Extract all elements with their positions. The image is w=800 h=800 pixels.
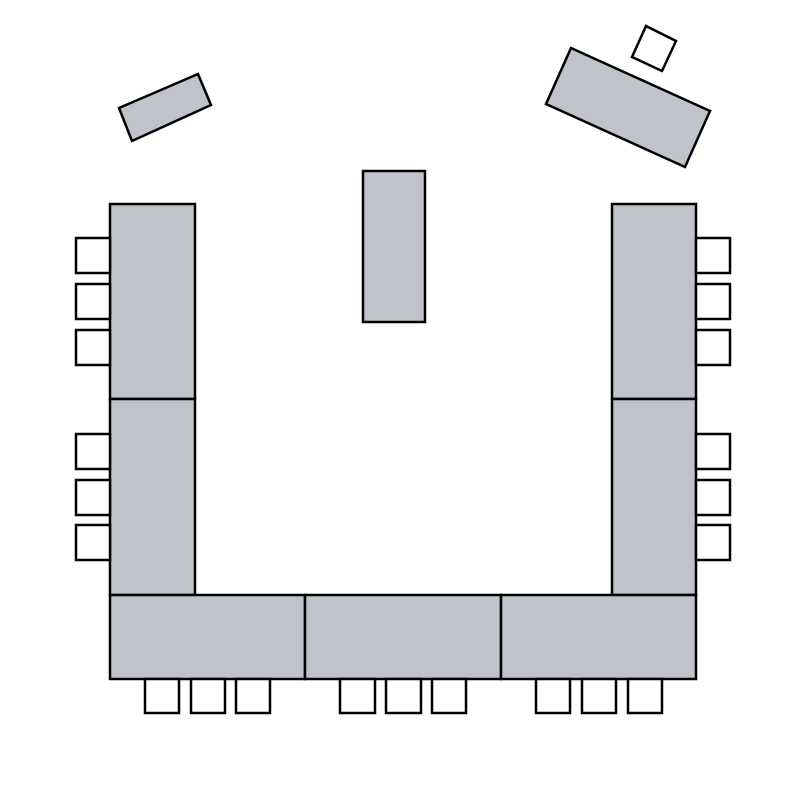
- chair-bottom-1: [143, 677, 181, 715]
- chair-right-2: [694, 282, 732, 321]
- chair-right-6: [694, 523, 732, 562]
- angled-table-top-right: [544, 46, 712, 169]
- chair-left-3: [74, 328, 112, 367]
- bottom-table-middle: [303, 593, 503, 681]
- chair-left-5: [74, 478, 112, 517]
- chair-bottom-6: [430, 677, 468, 715]
- chair-bottom-9: [626, 677, 664, 715]
- left-table-upper: [108, 202, 197, 401]
- chair-left-6: [74, 523, 112, 562]
- chair-left-2: [74, 282, 112, 321]
- right-table-lower: [610, 397, 698, 597]
- left-table-lower: [108, 397, 197, 597]
- chair-bottom-3: [234, 677, 272, 715]
- chair-right-4: [694, 432, 732, 471]
- bottom-table-right: [499, 593, 698, 681]
- bottom-table-left: [108, 593, 307, 681]
- chair-right-5: [694, 478, 732, 517]
- chair-bottom-2: [189, 677, 227, 715]
- chair-top-right: [630, 24, 678, 73]
- chair-right-1: [694, 236, 732, 275]
- chair-right-3: [694, 328, 732, 367]
- chair-bottom-7: [534, 677, 572, 715]
- chair-left-4: [74, 432, 112, 471]
- center-table: [361, 169, 427, 324]
- chair-bottom-8: [580, 677, 618, 715]
- right-table-upper: [610, 202, 698, 401]
- chair-bottom-4: [338, 677, 377, 715]
- chair-bottom-5: [384, 677, 423, 715]
- angled-table-top-left: [117, 72, 213, 143]
- chair-left-1: [74, 236, 112, 275]
